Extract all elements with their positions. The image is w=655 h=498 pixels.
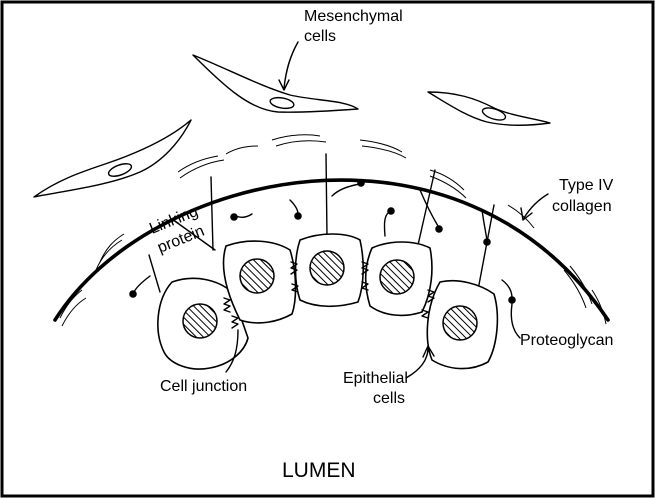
proteoglycan-dot [129, 290, 137, 298]
mesenchymal-cell [428, 92, 550, 125]
proteoglycan-dot [294, 212, 302, 220]
label-mesenchymal-cells: cells [304, 28, 336, 45]
epithelial-cells [158, 234, 497, 369]
type4-pointer [524, 194, 548, 218]
nucleus [310, 251, 344, 285]
mesenchymal-pointer [284, 42, 298, 88]
proteoglycan-pointer [511, 304, 520, 338]
nucleus [443, 306, 477, 340]
label-collagen: collagen [552, 198, 612, 215]
proteoglycan-dot [435, 225, 443, 233]
mesenchymal-cell [34, 120, 191, 197]
label-proteoglycan: Proteoglycan [520, 332, 613, 349]
proteoglycan-dot [483, 238, 491, 246]
mesenchymal-cell [193, 55, 358, 112]
label-cell-junction: Cell junction [160, 378, 247, 395]
label-lumen: LUMEN [282, 459, 356, 482]
nucleus [380, 260, 414, 294]
label-epithelial-cells: cells [373, 390, 405, 407]
nucleus [183, 304, 217, 338]
mesenchymal-cells [34, 55, 550, 197]
label-type4: Type IV [559, 177, 614, 194]
epithelial-cell [427, 281, 497, 369]
proteoglycan-dot [357, 179, 365, 187]
proteoglycan-dot [508, 296, 516, 304]
label-epithelial: Epithelial [343, 370, 408, 387]
nucleus [240, 259, 274, 293]
label-mesenchymal: Mesenchymal [304, 8, 403, 25]
epithelial-cell [366, 242, 432, 315]
leader-lines [226, 42, 548, 378]
proteoglycan-dot [387, 207, 395, 215]
epithelial-cell [296, 234, 364, 306]
proteoglycan-dot [230, 213, 238, 221]
